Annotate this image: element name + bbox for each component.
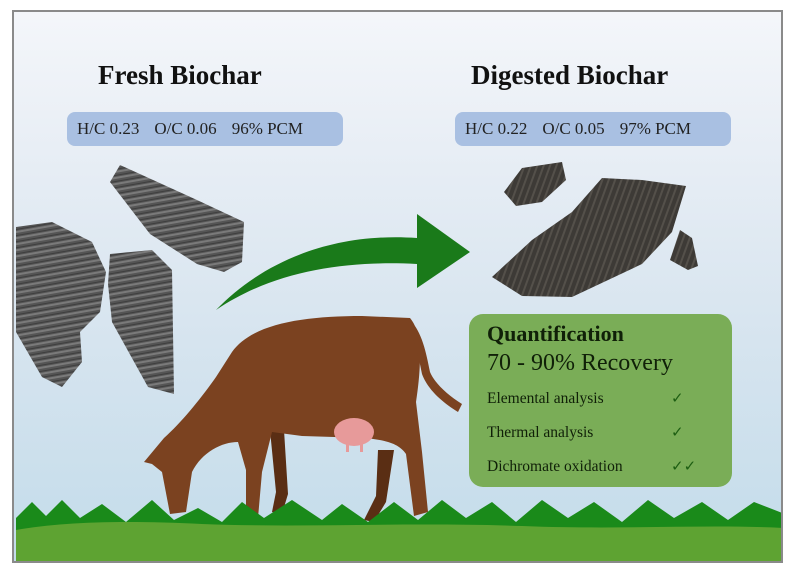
checkmark-icon: ✓ xyxy=(671,425,684,441)
method-label: Thermal analysis xyxy=(487,424,594,441)
fresh-biochar-metrics-badge: H/C 0.23 O/C 0.06 96% PCM xyxy=(67,112,343,146)
quantification-panel: Quantification 70 - 90% Recovery Element… xyxy=(469,314,732,487)
grazing-cow-icon xyxy=(144,316,462,522)
fresh-pcm: 96% PCM xyxy=(231,119,304,138)
quantification-title: Quantification xyxy=(487,321,624,346)
fresh-hc-ratio: H/C 0.23 xyxy=(77,119,140,138)
fresh-biochar-pieces-icon xyxy=(16,165,244,394)
digested-hc-ratio: H/C 0.22 xyxy=(465,119,528,138)
digested-biochar-pieces-icon xyxy=(492,162,698,297)
digested-oc-ratio: O/C 0.05 xyxy=(542,119,605,138)
fresh-oc-ratio: O/C 0.06 xyxy=(154,119,217,138)
grass-ground-icon xyxy=(16,500,781,561)
method-row: Thermal analysis ✓ xyxy=(487,416,732,450)
fresh-biochar-title: Fresh Biochar xyxy=(98,60,262,90)
method-label: Dichromate oxidation xyxy=(487,458,623,475)
digested-biochar-title: Digested Biochar xyxy=(471,60,669,90)
digested-biochar-metrics-badge: H/C 0.22 O/C 0.05 97% PCM xyxy=(455,112,731,146)
double-checkmark-icon: ✓✓ xyxy=(671,459,697,475)
illustration-canvas xyxy=(16,162,781,561)
checkmark-icon: ✓ xyxy=(671,391,684,407)
graphical-abstract-frame: Fresh Biochar Digested Biochar H/C 0.23 … xyxy=(12,10,783,563)
method-row: Dichromate oxidation ✓✓ xyxy=(487,450,732,484)
method-row: Elemental analysis ✓ xyxy=(487,382,732,416)
curved-arrow-right-icon xyxy=(216,214,470,310)
method-label: Elemental analysis xyxy=(487,390,604,407)
recovery-range: 70 - 90% Recovery xyxy=(487,350,673,376)
digested-pcm: 97% PCM xyxy=(619,119,692,138)
